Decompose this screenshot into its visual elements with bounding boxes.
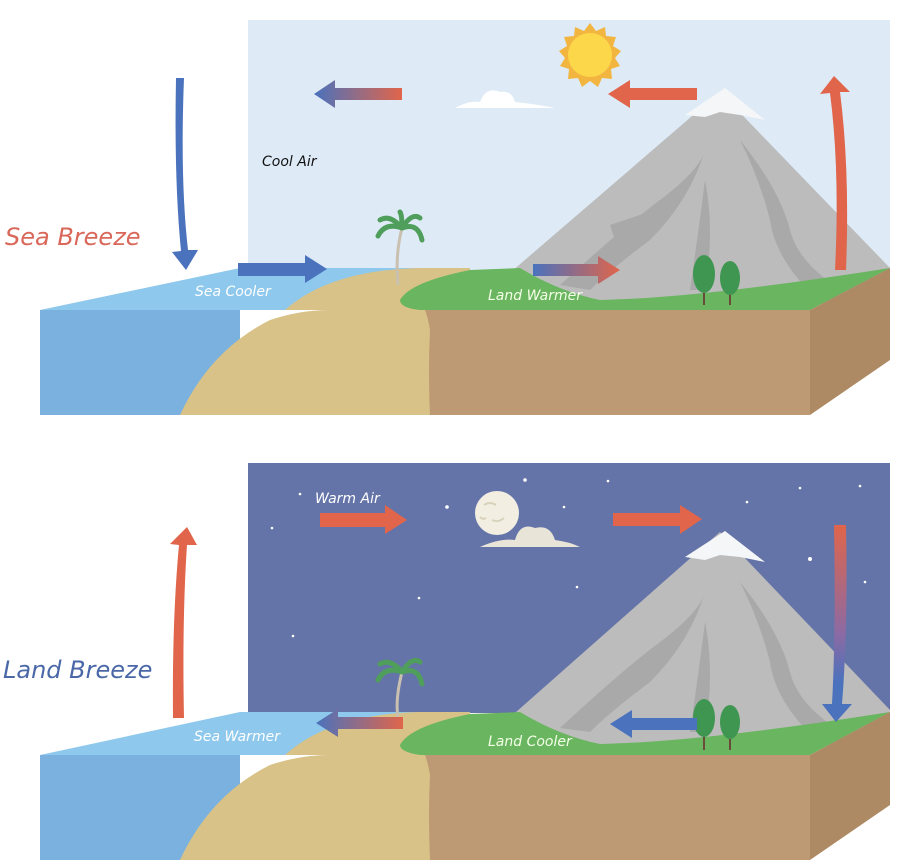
soil-front <box>425 755 810 860</box>
palm-tree <box>375 657 425 718</box>
cloud-icon <box>455 90 555 108</box>
soil-side <box>810 712 890 860</box>
mountain <box>490 531 890 748</box>
upper-warm-arrow-left <box>320 505 407 534</box>
sea-warmer-label: Sea Warmer <box>194 729 281 745</box>
trees <box>693 699 740 750</box>
cool-air-sinking-arrow <box>172 78 198 270</box>
cool-air-label: Cool Air <box>262 154 318 170</box>
upper-return-arrow <box>314 80 402 108</box>
sand-front <box>180 755 430 860</box>
trees <box>693 255 740 305</box>
stars <box>270 478 867 638</box>
snow-cap <box>685 88 765 120</box>
palm-tree <box>375 209 425 286</box>
cloud-icon <box>480 526 580 547</box>
cool-air-sinking-arrow <box>822 525 852 722</box>
land-warmer-label: Land Warmer <box>488 288 583 304</box>
sea-cooler-label: Sea Cooler <box>195 284 272 300</box>
moon-icon <box>475 491 519 535</box>
land-breeze-title: Land Breeze <box>3 656 152 684</box>
upper-warm-arrow <box>608 80 697 108</box>
mountain <box>490 88 890 305</box>
grass <box>400 268 890 310</box>
grass <box>400 712 890 755</box>
land-to-sea-arrow-mountain <box>610 710 697 738</box>
soil-front <box>425 310 810 415</box>
sea-breeze-panel: Sea Breeze Cool Air Sea Cooler Land Warm… <box>5 20 890 415</box>
upper-warm-arrow-right <box>613 505 702 534</box>
snow-cap <box>685 531 765 562</box>
land-cooler-label: Land Cooler <box>488 734 573 750</box>
sun-icon <box>559 23 621 87</box>
warm-air-rising-arrow <box>820 76 850 270</box>
sand-front <box>180 310 430 415</box>
warm-air-rising-arrow <box>170 527 197 718</box>
soil-side <box>810 268 890 415</box>
sea-breeze-title: Sea Breeze <box>5 223 141 251</box>
warm-air-label: Warm Air <box>315 491 381 507</box>
land-warming-arrow <box>533 256 620 284</box>
land-breeze-panel: Land Breeze Warm Air Sea Warmer Land Coo… <box>3 463 890 860</box>
sea-to-land-arrow <box>238 255 327 283</box>
land-to-sea-arrow-beach <box>316 709 403 737</box>
